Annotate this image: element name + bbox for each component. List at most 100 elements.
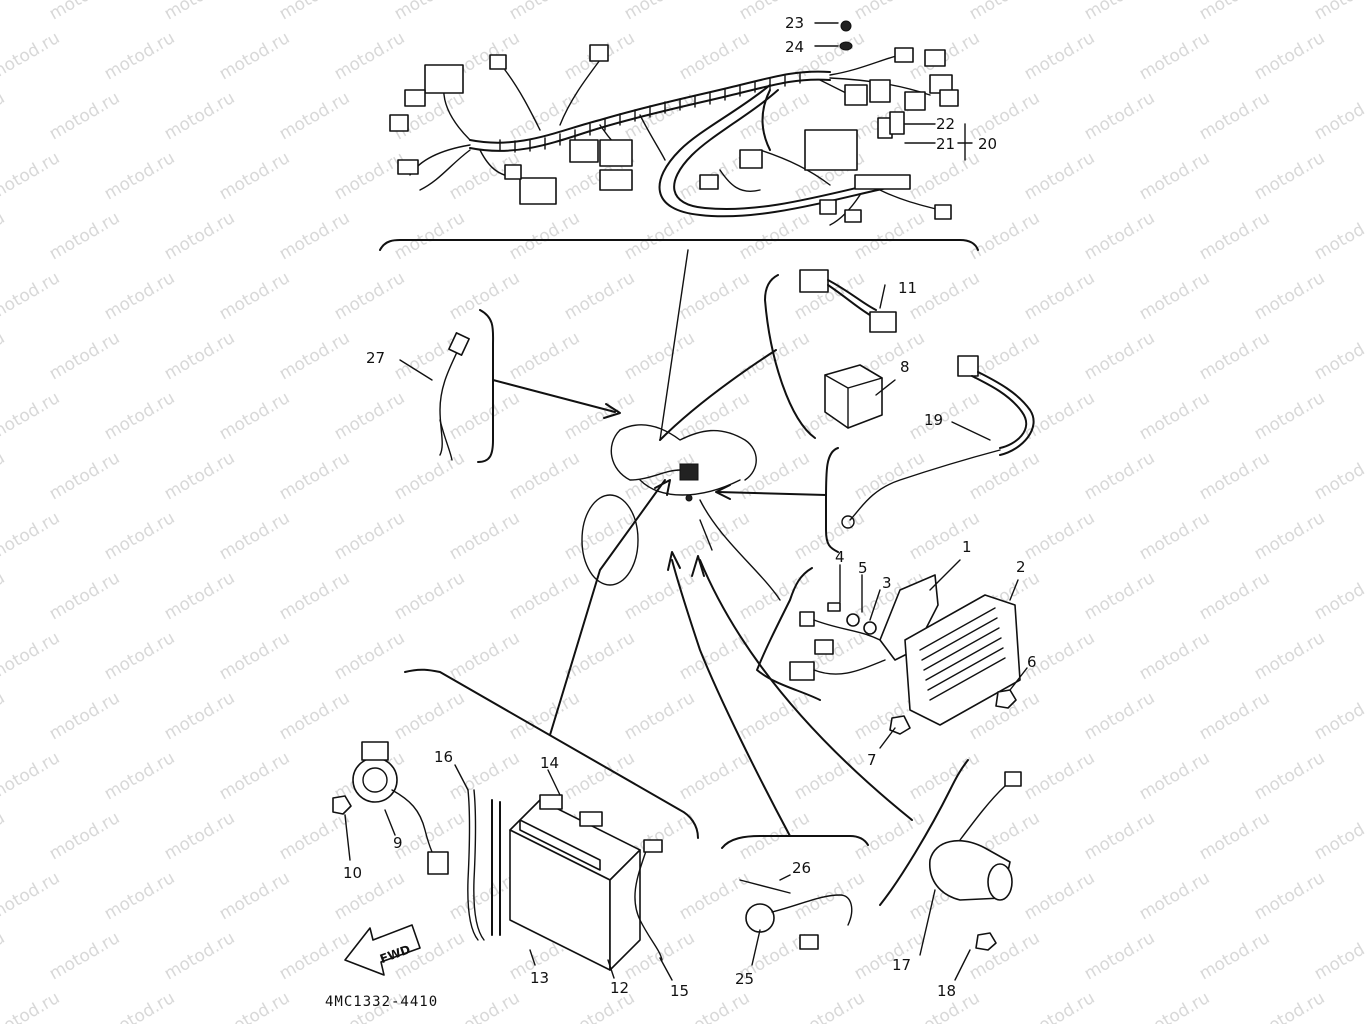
watermark-text: motod.ru bbox=[0, 328, 8, 384]
watermark-text: motod.ru bbox=[161, 88, 239, 144]
watermark-text: motod.ru bbox=[676, 28, 754, 84]
watermark-text: motod.ru bbox=[216, 508, 294, 564]
watermark-text: motod.ru bbox=[736, 88, 814, 144]
battery-group bbox=[404, 479, 699, 981]
watermark-text: motod.ru bbox=[0, 628, 63, 684]
watermark-text: motod.ru bbox=[216, 148, 294, 204]
watermark-text: motod.ru bbox=[0, 28, 63, 84]
watermark-text: motod.ru bbox=[0, 928, 8, 984]
starter-relay-group bbox=[691, 555, 1022, 981]
watermark-text: motod.ru bbox=[506, 0, 584, 24]
watermark-text: motod.ru bbox=[276, 448, 354, 504]
watermark-text: motod.ru bbox=[1311, 808, 1365, 864]
watermark-text: motod.ru bbox=[506, 568, 584, 624]
watermark-text: motod.ru bbox=[1081, 928, 1159, 984]
watermark-text: motod.ru bbox=[506, 208, 584, 264]
watermark-text: motod.ru bbox=[0, 208, 8, 264]
watermark-text: motod.ru bbox=[1081, 688, 1159, 744]
watermark-text: motod.ru bbox=[561, 388, 639, 444]
watermark-text: motod.ru bbox=[791, 988, 869, 1024]
watermark-text: motod.ru bbox=[446, 988, 524, 1024]
watermark-text: motod.ru bbox=[276, 688, 354, 744]
watermark-text: motod.ru bbox=[1136, 868, 1214, 924]
watermark-text: motod.ru bbox=[0, 508, 63, 564]
callout-8: 8 bbox=[900, 358, 910, 376]
watermark-text: motod.ru bbox=[161, 688, 239, 744]
watermark-text: motod.ru bbox=[1021, 268, 1099, 324]
watermark-text: motod.ru bbox=[46, 808, 124, 864]
watermark-text: motod.ru bbox=[1311, 208, 1365, 264]
watermark-text: motod.ru bbox=[1081, 208, 1159, 264]
watermark-text: motod.ru bbox=[0, 748, 63, 804]
watermark-text: motod.ru bbox=[161, 928, 239, 984]
watermark-text: motod.ru bbox=[621, 568, 699, 624]
watermark-text: motod.ru bbox=[1251, 508, 1329, 564]
watermark-text: motod.ru bbox=[1311, 448, 1365, 504]
watermark-text: motod.ru bbox=[101, 748, 179, 804]
watermark-text: motod.ru bbox=[46, 328, 124, 384]
watermark-text: motod.ru bbox=[391, 208, 469, 264]
callout-15: 15 bbox=[670, 982, 689, 1000]
watermark-text: motod.ru bbox=[0, 568, 8, 624]
watermark-text: motod.ru bbox=[1021, 988, 1099, 1024]
watermark-text: motod.ru bbox=[331, 148, 409, 204]
watermark-text: motod.ru bbox=[1196, 448, 1274, 504]
watermark-text: motod.ru bbox=[736, 448, 814, 504]
watermark-text: motod.ru bbox=[906, 148, 984, 204]
watermark-text: motod.ru bbox=[276, 808, 354, 864]
watermark-text: motod.ru bbox=[101, 988, 179, 1024]
watermark-text: motod.ru bbox=[1251, 748, 1329, 804]
watermark-text: motod.ru bbox=[851, 448, 929, 504]
watermark-text: motod.ru bbox=[1136, 268, 1214, 324]
watermark-text: motod.ru bbox=[0, 0, 8, 24]
watermark-text: motod.ru bbox=[676, 628, 754, 684]
callout-9: 9 bbox=[393, 834, 403, 852]
watermark-text: motod.ru bbox=[506, 448, 584, 504]
watermark-text: motod.ru bbox=[0, 388, 63, 444]
watermark-text: motod.ru bbox=[1251, 148, 1329, 204]
regulator-group bbox=[756, 559, 1028, 749]
watermark-text: motod.ru bbox=[216, 268, 294, 324]
watermark-text: motod.ru bbox=[621, 0, 699, 24]
callout-14: 14 bbox=[540, 754, 559, 772]
watermark-text: motod.ru bbox=[561, 268, 639, 324]
watermark-text: motod.ru bbox=[851, 0, 929, 24]
callout-6: 6 bbox=[1027, 653, 1037, 671]
callout-24: 24 bbox=[785, 38, 804, 56]
watermark-text: motod.ru bbox=[46, 448, 124, 504]
watermark-text: motod.ru bbox=[1136, 28, 1214, 84]
watermark-text: motod.ru bbox=[161, 328, 239, 384]
watermark-text: motod.ru bbox=[1136, 748, 1214, 804]
watermark-text: motod.ru bbox=[0, 988, 63, 1024]
wire-harness bbox=[379, 20, 979, 441]
watermark-text: motod.ru bbox=[1196, 88, 1274, 144]
callout-4: 4 bbox=[835, 548, 845, 566]
watermark-text: motod.ru bbox=[621, 328, 699, 384]
watermark-text: motod.ru bbox=[1196, 0, 1274, 24]
watermark-text: motod.ru bbox=[851, 808, 929, 864]
watermark-text: motod.ru bbox=[391, 448, 469, 504]
callout-21: 21 bbox=[936, 135, 955, 153]
watermark-text: motod.ru bbox=[621, 88, 699, 144]
watermark-text: motod.ru bbox=[1136, 988, 1214, 1024]
watermark-text: motod.ru bbox=[1136, 628, 1214, 684]
watermark-text: motod.ru bbox=[1196, 568, 1274, 624]
watermark-text: motod.ru bbox=[101, 388, 179, 444]
relay-group bbox=[659, 269, 897, 441]
callout-22: 22 bbox=[936, 115, 955, 133]
watermark-text: motod.ru bbox=[391, 0, 469, 24]
watermark-text: motod.ru bbox=[276, 208, 354, 264]
watermark-text: motod.ru bbox=[0, 808, 8, 864]
watermark-text: motod.ru bbox=[276, 928, 354, 984]
watermark-text: motod.ru bbox=[1311, 328, 1365, 384]
watermark-text: motod.ru bbox=[101, 868, 179, 924]
watermark-text: motod.ru bbox=[446, 508, 524, 564]
watermark-text: motod.ru bbox=[1021, 748, 1099, 804]
watermark-text: motod.ru bbox=[101, 268, 179, 324]
watermark-text: motod.ru bbox=[46, 568, 124, 624]
motorcycle-outline bbox=[581, 424, 781, 601]
callout-11: 11 bbox=[898, 279, 917, 297]
watermark-text: motod.ru bbox=[1136, 508, 1214, 564]
diagram-code: 4MC1332-4410 bbox=[325, 994, 438, 1010]
